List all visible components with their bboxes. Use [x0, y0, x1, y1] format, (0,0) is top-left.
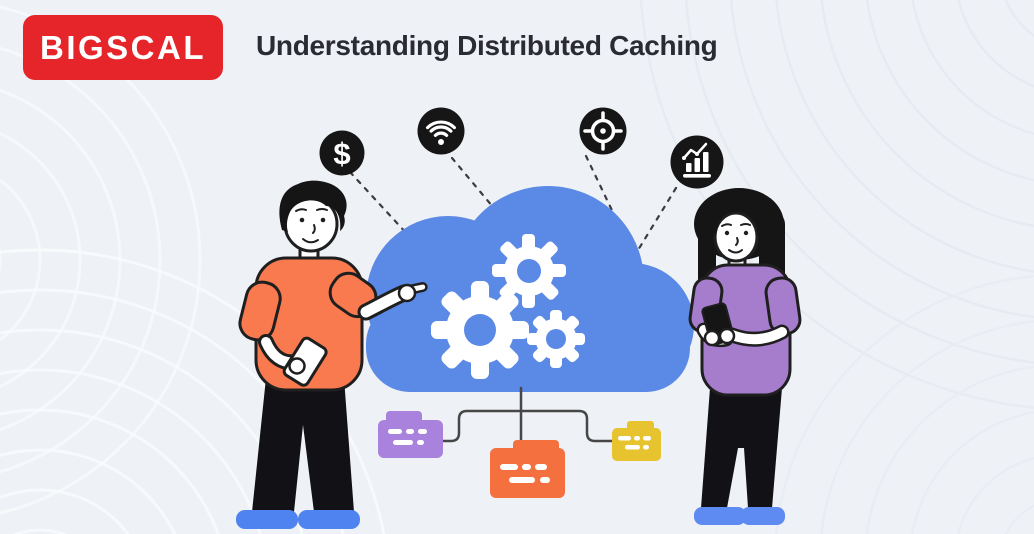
- folder-orange: [490, 440, 565, 498]
- woman-face: [713, 211, 759, 263]
- man-hand-right: [397, 283, 417, 303]
- man-hair: [279, 180, 347, 232]
- wifi-icon: [417, 107, 465, 155]
- woman-hand-right: [718, 327, 736, 345]
- man-hand-left: [288, 357, 306, 375]
- page-title: Understanding Distributed Caching: [256, 30, 718, 61]
- gear-holes: [464, 259, 566, 349]
- target-icon: [579, 107, 627, 155]
- man-pants: [252, 378, 354, 512]
- folder-connectors: [441, 386, 614, 448]
- man-pointing-arm: [357, 282, 428, 321]
- folder-yellow: [612, 421, 661, 461]
- woman-shoe-right: [741, 507, 785, 525]
- feature-icons: $: [319, 107, 724, 189]
- woman-hand-left: [703, 329, 721, 347]
- folder-purple: [378, 411, 443, 458]
- woman-pants: [701, 388, 782, 508]
- man-shoe-right: [298, 510, 360, 529]
- icon-dashed-connectors: [348, 154, 678, 262]
- woman-shoe-left: [694, 507, 746, 525]
- woman-face-features: [721, 223, 751, 254]
- bigscal-logo: BIGSCAL: [23, 15, 223, 80]
- dollar-icon: $: [319, 130, 365, 176]
- woman-shirt: [688, 263, 802, 397]
- man-pointing: [236, 180, 428, 529]
- man-shoe-left: [236, 510, 298, 529]
- woman-hair-fringe: [712, 199, 762, 238]
- man-face-features: [295, 208, 328, 244]
- growth-chart-icon: [670, 135, 724, 189]
- woman-with-phone: [688, 188, 802, 525]
- dollar-glyph: $: [333, 136, 350, 171]
